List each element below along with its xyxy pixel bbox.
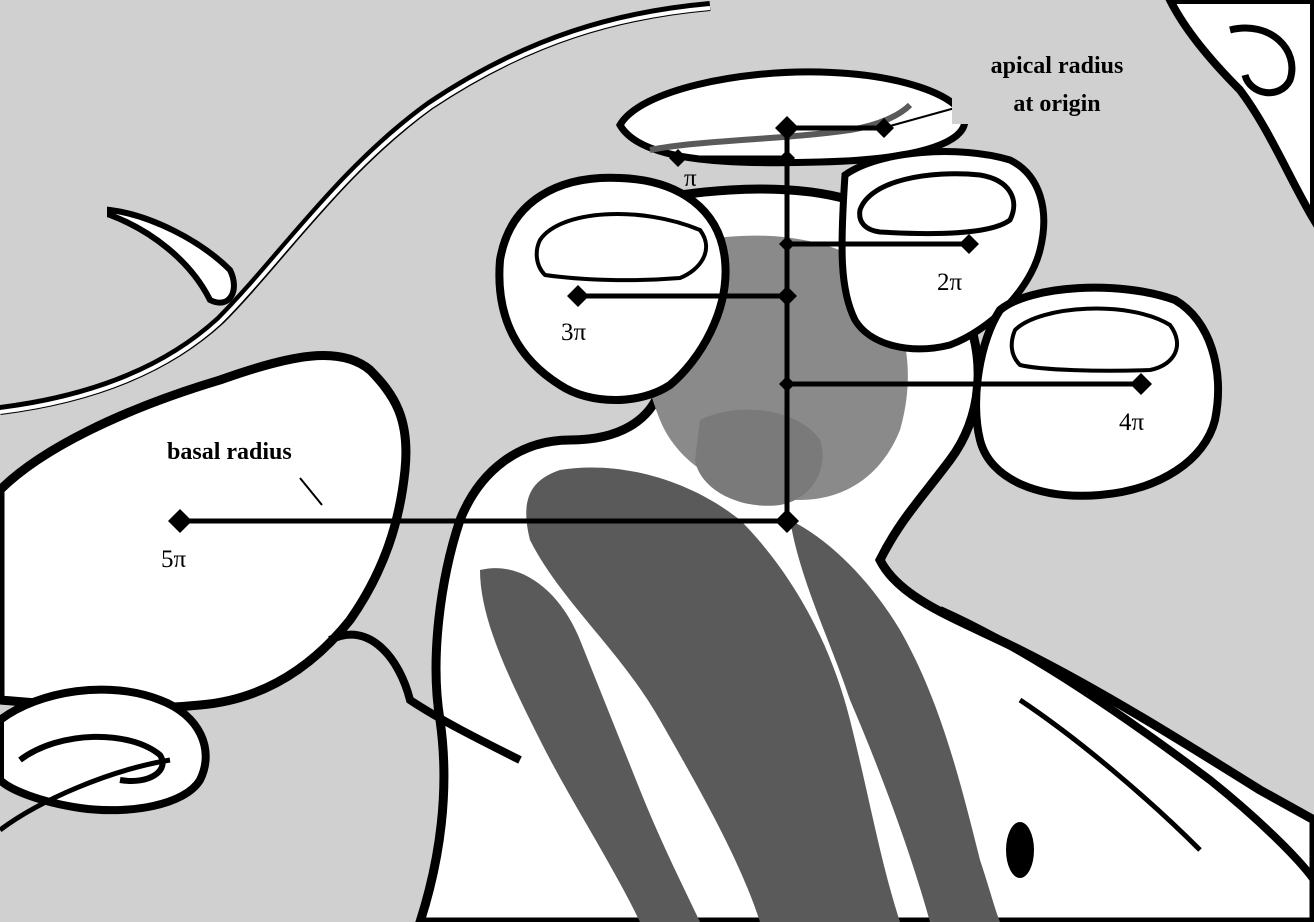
chamber-3pi-inner	[537, 214, 706, 280]
turn-label-5pi: 5π	[161, 546, 187, 573]
chamber-4pi-inner	[1012, 309, 1177, 371]
turn-label-3pi: 3π	[561, 319, 587, 346]
apical-radius-label-line1: apical radius	[991, 53, 1124, 79]
dark-spot	[1006, 822, 1034, 878]
apical-radius-label-line2: at origin	[1013, 91, 1100, 117]
chamber-3pi	[499, 178, 725, 400]
basal-radius-label: basal radius	[167, 439, 292, 465]
turn-label-4pi: 4π	[1119, 409, 1145, 436]
turn-label-2pi: 2π	[937, 269, 963, 296]
turn-label-pi: π	[684, 165, 697, 192]
